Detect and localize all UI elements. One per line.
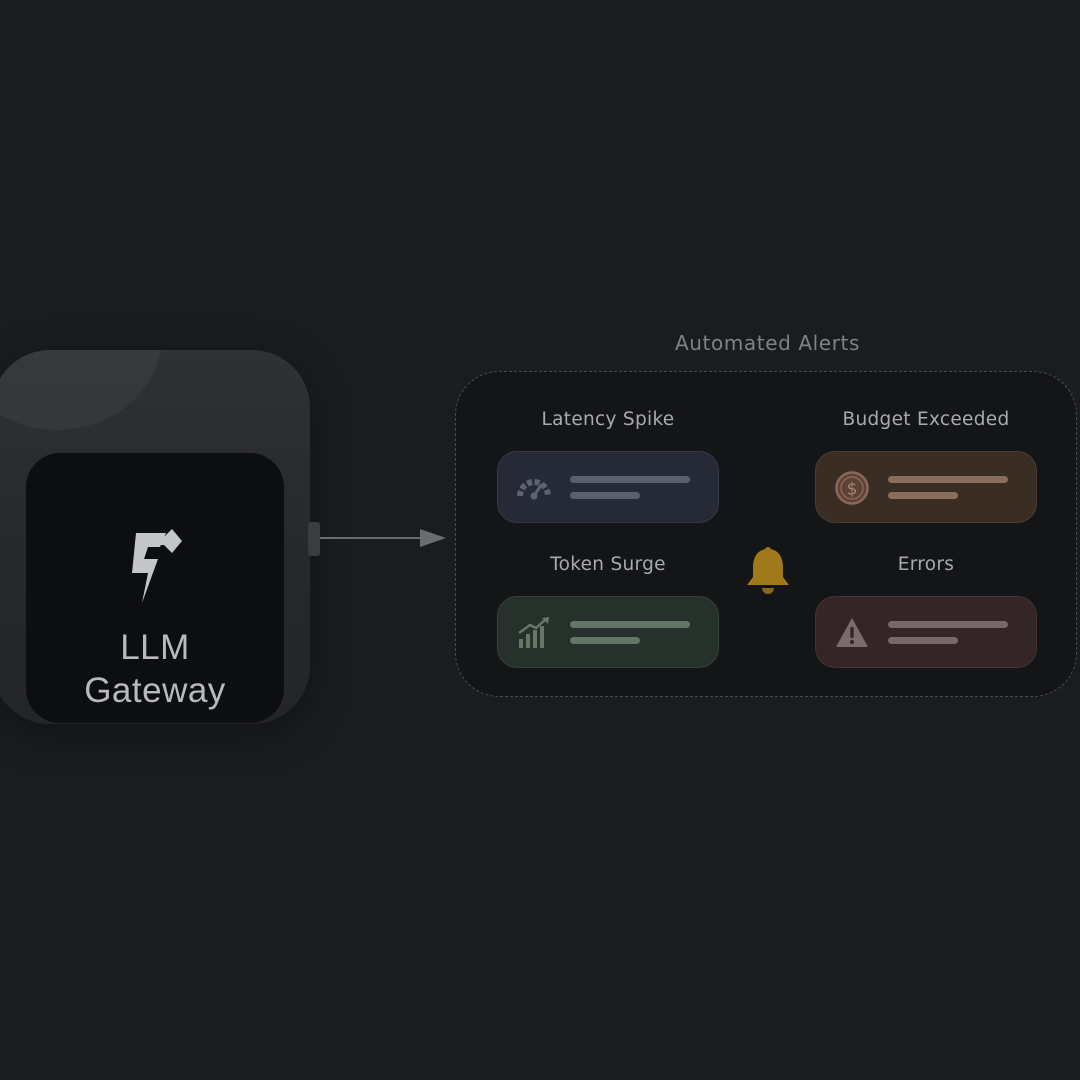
gateway-title-line1: LLM [120,628,190,667]
gateway-title-line2: Gateway [84,671,226,710]
alert-placeholder-bar [888,492,958,499]
alert-label-budget: Budget Exceeded [842,409,1010,430]
alert-placeholder-bar [888,637,958,644]
alert-card-errors [815,596,1037,668]
connector-arrow [320,529,446,547]
bell-icon [747,547,789,594]
dollar-coin-icon: $ [835,471,869,505]
alert-card-budget: $ [815,451,1037,523]
lightning-bolt-arrow-icon [132,529,182,603]
alert-card-token [497,596,719,668]
alert-placeholder-bar [570,476,690,483]
alert-placeholder-bar [888,476,1008,483]
alert-card-latency [497,451,719,523]
alert-placeholder-bar [570,621,690,628]
device-highlight [0,350,162,430]
alert-label-token: Token Surge [550,554,666,575]
alerts-heading: Automated Alerts [674,331,860,355]
gateway-side-button [308,522,320,556]
alert-label-latency: Latency Spike [541,409,675,430]
gateway-screen [26,453,284,723]
alert-placeholder-bar [570,492,640,499]
alert-placeholder-bar [570,637,640,644]
svg-text:$: $ [847,480,858,500]
growth-chart-icon [518,617,549,648]
warning-triangle-icon [836,618,868,647]
alert-label-errors: Errors [897,554,955,575]
alert-placeholder-bar [888,621,1008,628]
speedometer-icon [517,479,551,500]
gateway-title: LLM Gateway [26,626,284,712]
